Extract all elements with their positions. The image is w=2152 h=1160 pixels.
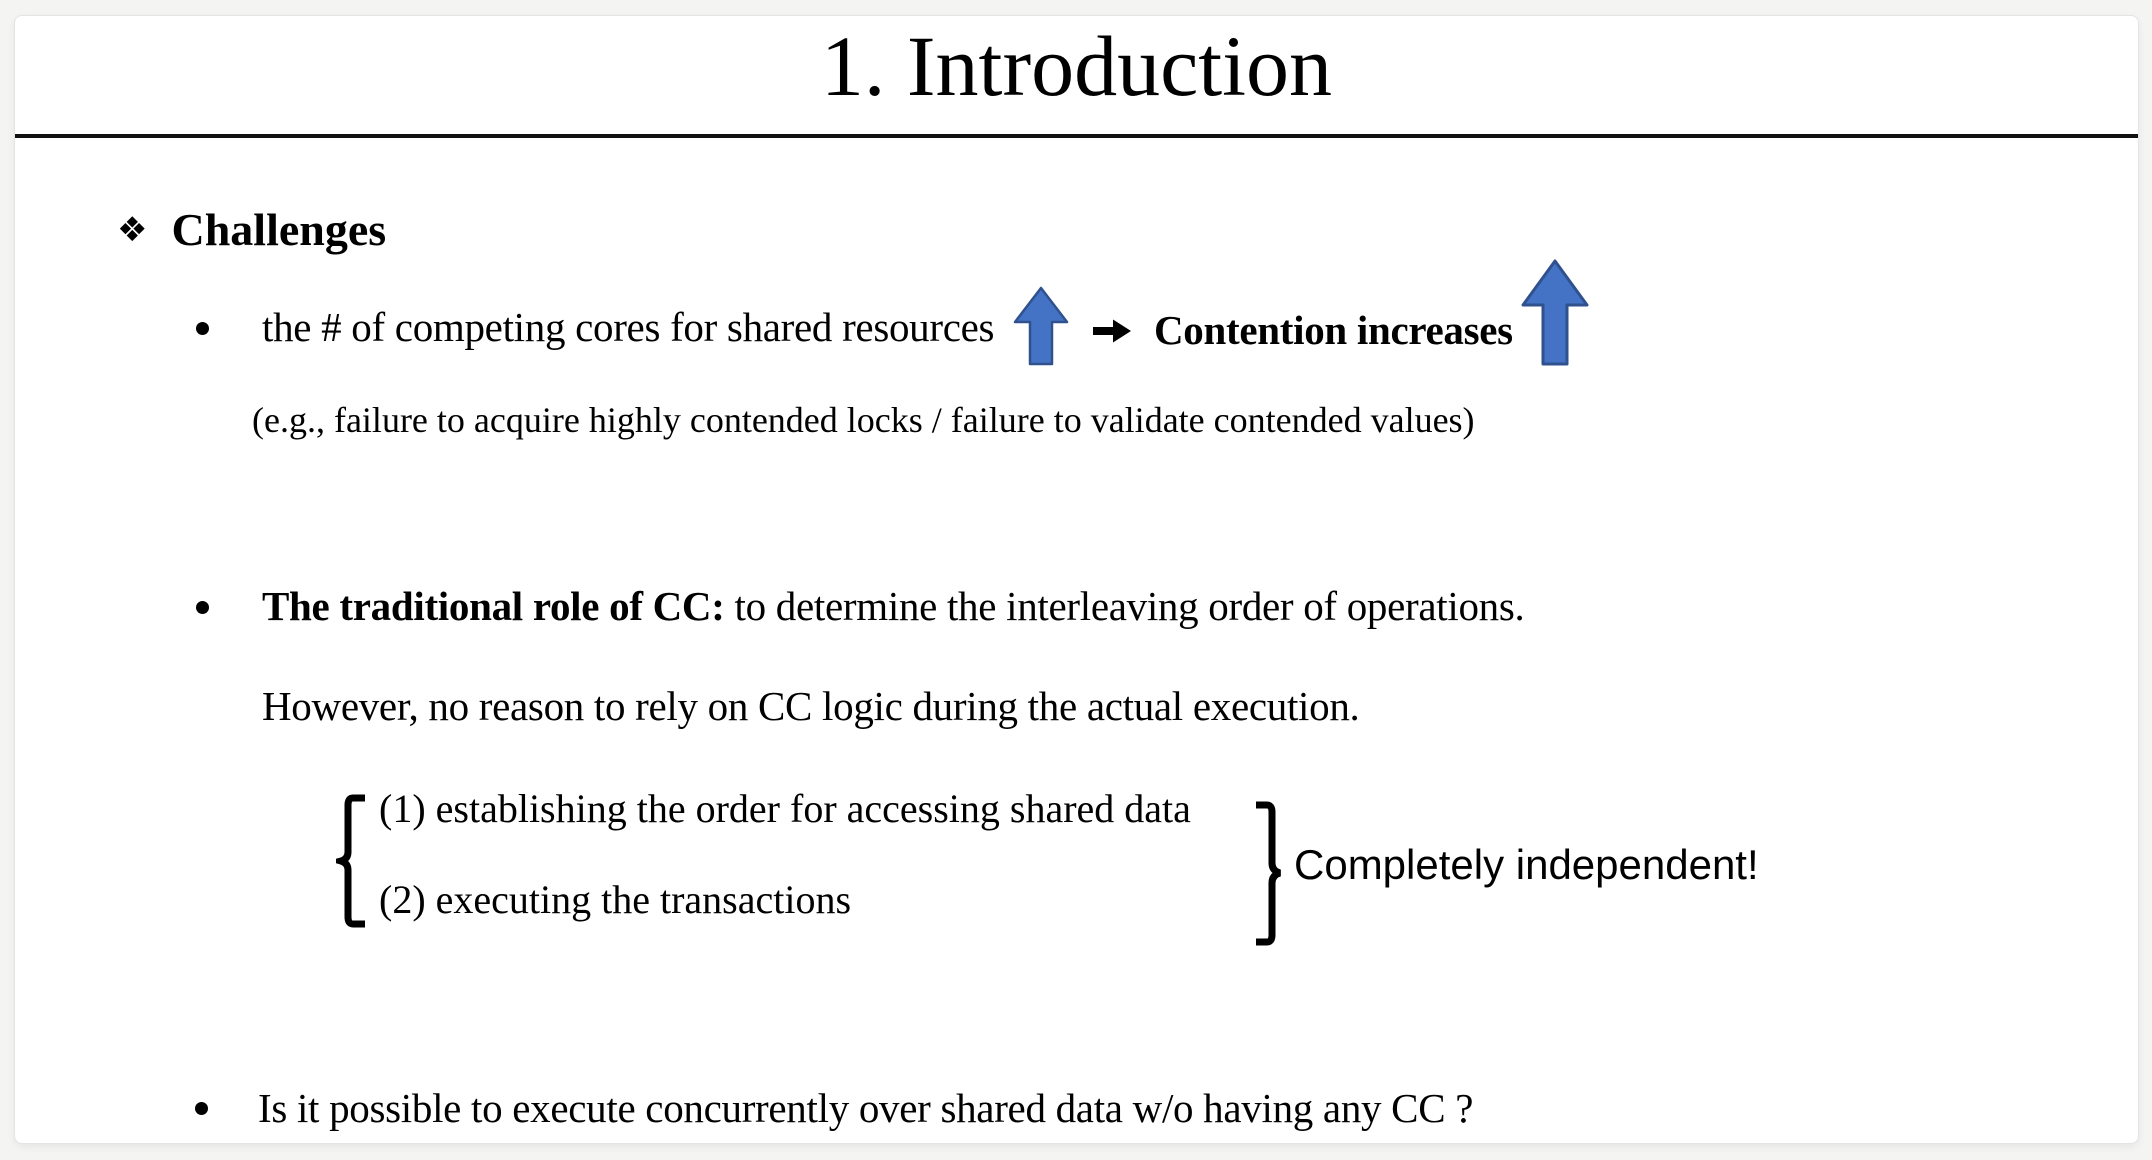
section-heading-label: Challenges xyxy=(171,204,387,255)
small-up-arrow-shape xyxy=(1013,286,1069,366)
right-arrow-shape xyxy=(1093,319,1131,343)
section-heading: ❖ Challenges xyxy=(117,202,386,258)
bullet2-line2: However, no reason to rely on CC logic d… xyxy=(262,683,1360,729)
bullet1-result-text: Contention increases xyxy=(1154,307,1513,353)
bullet2-item-2: (2) executing the transactions xyxy=(379,877,852,922)
big-up-arrow-shape xyxy=(1521,259,1589,366)
left-curly-brace-shape xyxy=(336,794,365,928)
bullet2-lead-bold: The traditional role of CC: xyxy=(262,583,725,629)
right-arrow-icon xyxy=(1093,319,1131,343)
bullet3-text: Is it possible to execute concurrently o… xyxy=(258,1085,1474,1131)
left-curly-brace-icon xyxy=(336,794,365,928)
slide-title: 1. Introduction xyxy=(820,18,1333,114)
big-up-arrow-icon xyxy=(1521,259,1589,366)
bullet-dot xyxy=(195,1102,208,1115)
slide-canvas: 1. Introduction ❖ Challenges the # of co… xyxy=(14,15,2139,1144)
independence-callout: Completely independent! xyxy=(1294,841,1759,888)
small-up-arrow-icon xyxy=(1013,286,1069,366)
bullet2-lead-rest: to determine the interleaving order of o… xyxy=(724,583,1525,629)
bullet2-item-1: (1) establishing the order for accessing… xyxy=(379,786,1191,831)
title-divider xyxy=(15,134,2138,138)
bullet1-note: (e.g., failure to acquire highly contend… xyxy=(252,400,1475,440)
right-curly-brace-shape xyxy=(1256,801,1282,946)
bullet-dot xyxy=(196,601,209,614)
bullet2-text: The traditional role of CC: to determine… xyxy=(262,582,1525,631)
right-curly-brace-icon xyxy=(1256,801,1282,946)
bullet1-text: the # of competing cores for shared reso… xyxy=(262,304,995,350)
diamond-bullet-icon: ❖ xyxy=(117,210,148,250)
bullet-dot xyxy=(196,322,209,335)
